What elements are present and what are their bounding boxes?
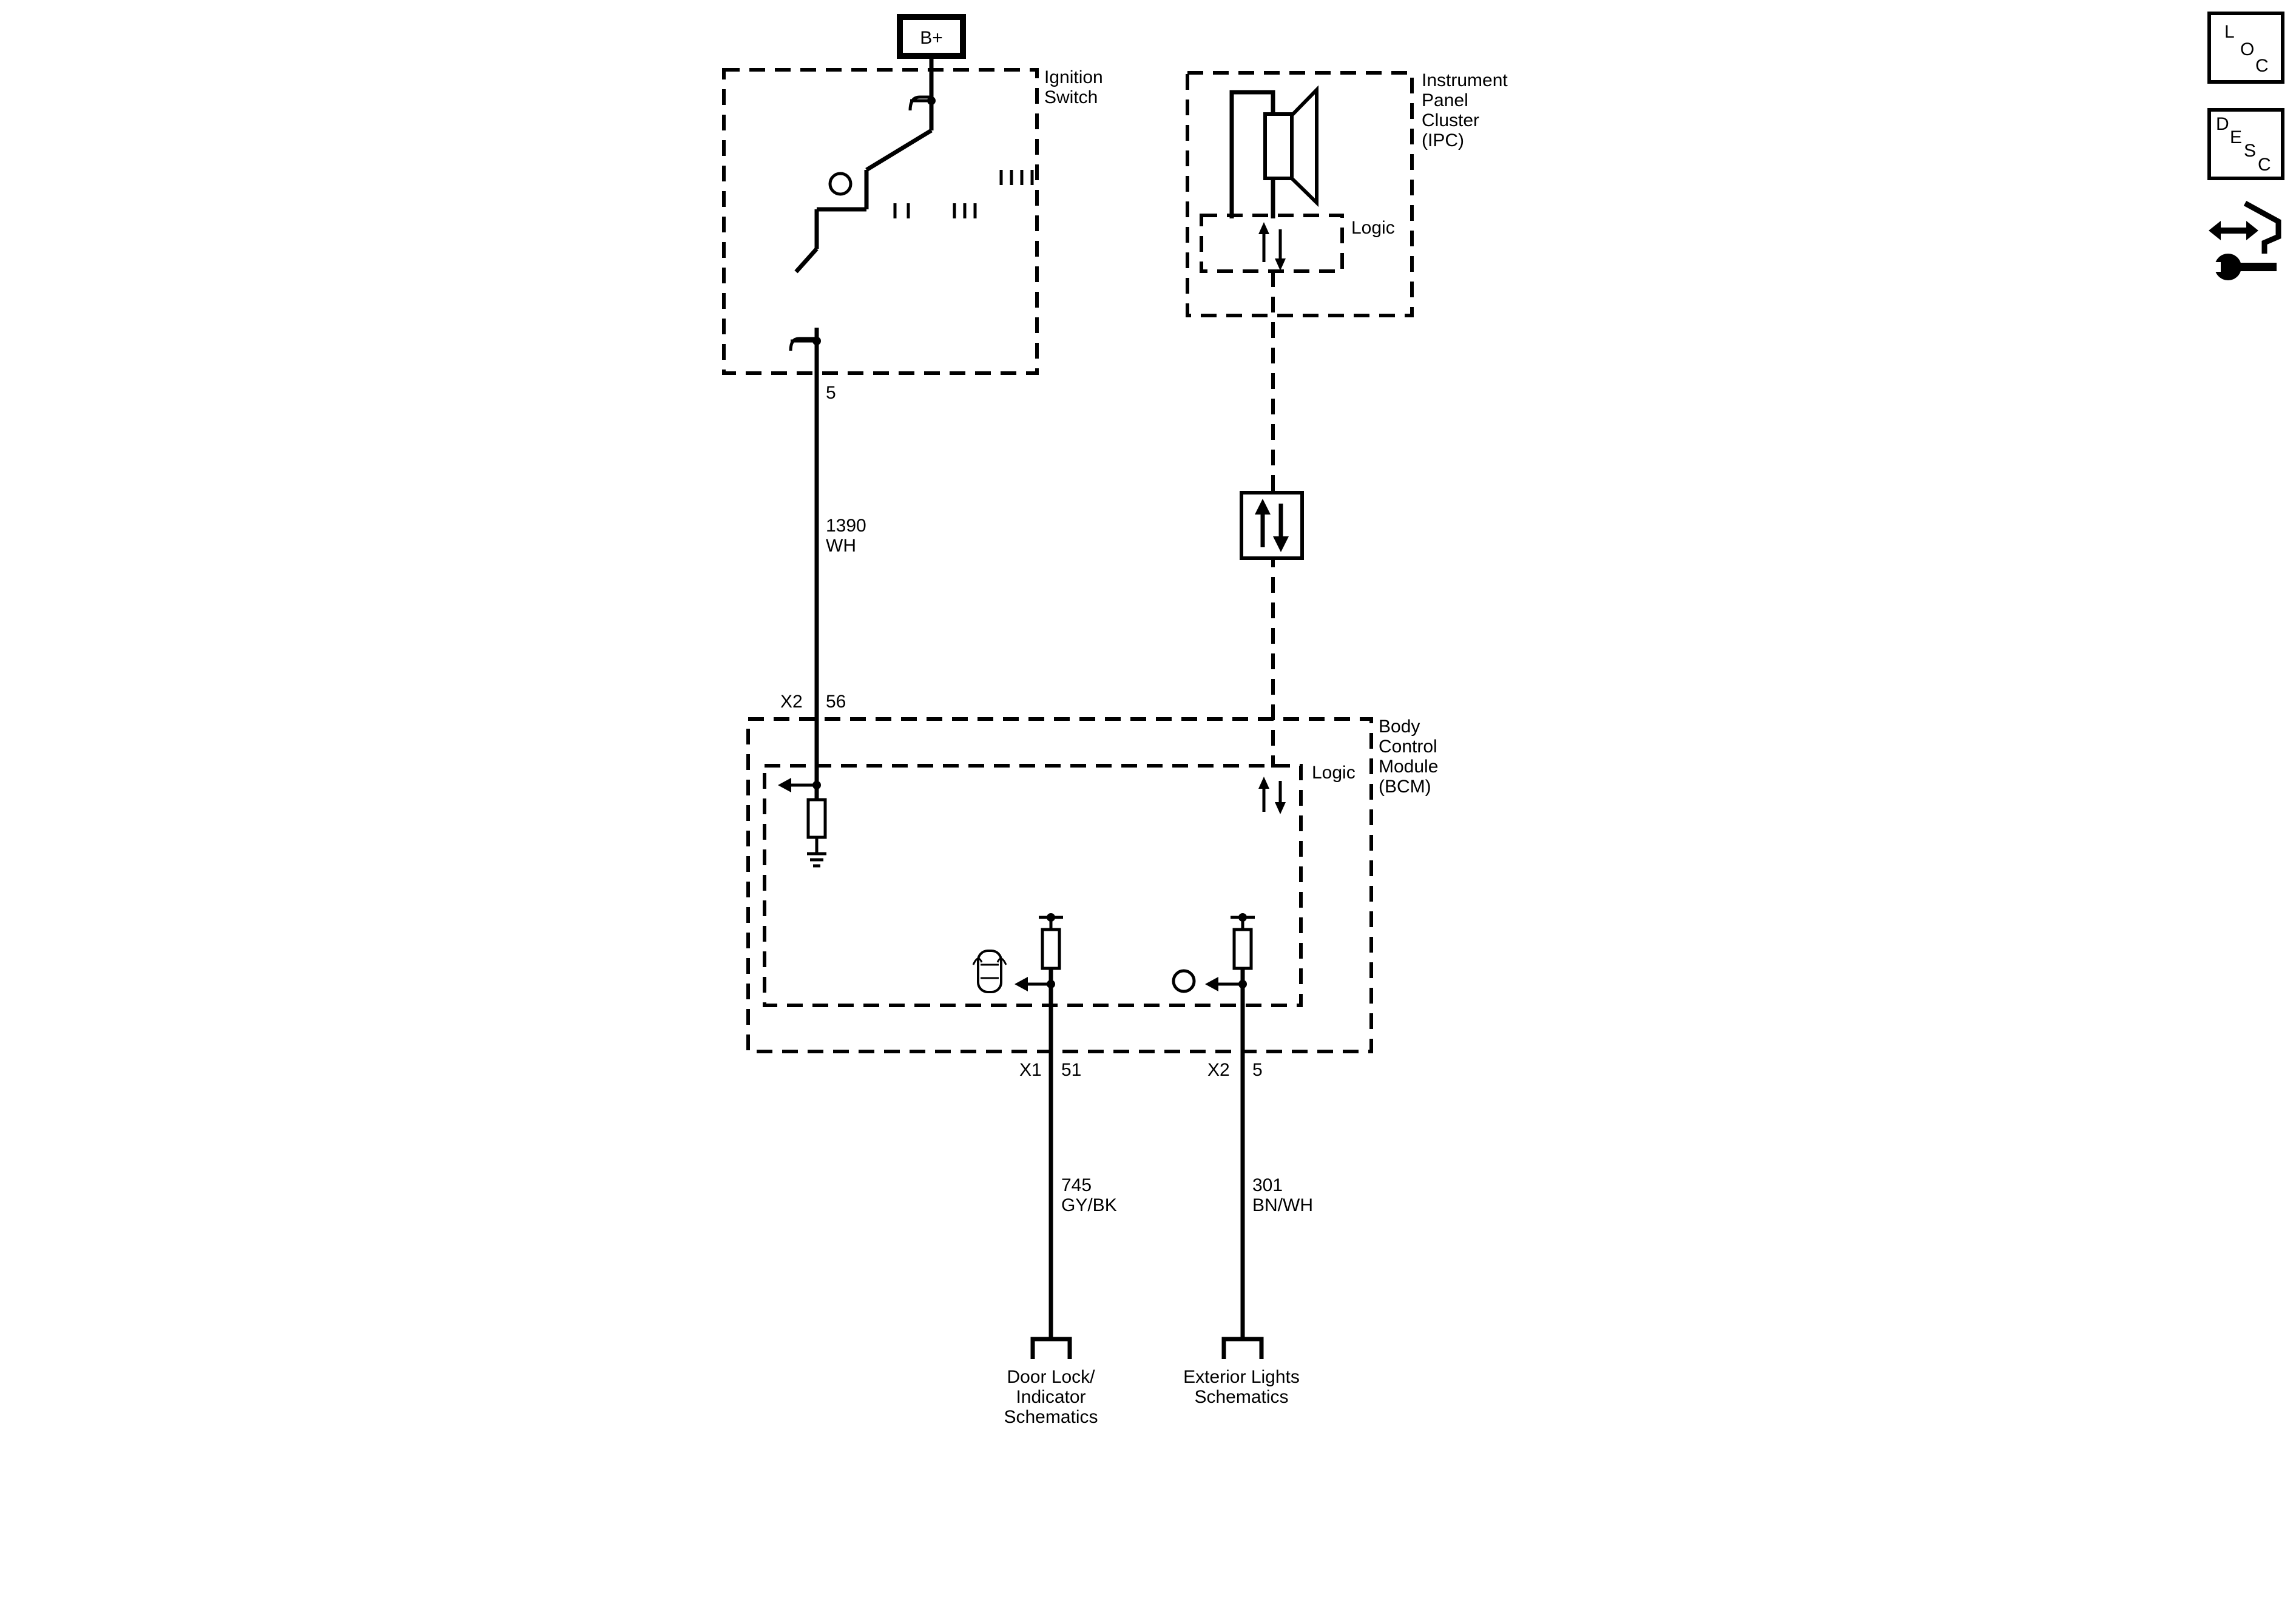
ignition-switch-name-1: Ignition bbox=[1044, 67, 1103, 87]
bcm-ext-pin: 5 bbox=[1252, 1060, 1263, 1080]
bcm-ign-connector: X2 bbox=[780, 692, 803, 712]
ignition-switch-box bbox=[722, 68, 1039, 375]
wire-745-circuit: 745 bbox=[1061, 1175, 1092, 1195]
bcm-logic-box bbox=[763, 764, 1303, 1007]
bcm-outer-box bbox=[746, 717, 1373, 1053]
bcm-ignition-input bbox=[778, 764, 827, 852]
wire-745-color: GY/BK bbox=[1061, 1195, 1117, 1215]
ipc-logic-label: Logic bbox=[1351, 218, 1395, 238]
exterior-lights-reference-1[interactable]: Exterior Lights bbox=[1183, 1367, 1300, 1387]
ipc-name-2: Panel bbox=[1422, 90, 1468, 110]
ignition-switch-symbol bbox=[789, 95, 1034, 351]
loc-letter-3: C bbox=[2255, 56, 2269, 76]
ipc-name-4: (IPC) bbox=[1422, 130, 1464, 150]
bcm-name-3: Module bbox=[1379, 757, 1438, 777]
wire-1390-circuit: 1390 bbox=[826, 516, 866, 536]
bcm-exterior-lights-output bbox=[1205, 913, 1255, 1338]
battery-positive-box: B+ bbox=[897, 14, 966, 59]
serial-data-box bbox=[1240, 491, 1304, 560]
ignition-switch-name-2: Switch bbox=[1044, 87, 1098, 107]
desc-letter-2: E bbox=[2230, 127, 2242, 147]
ipc-name-3: Cluster bbox=[1422, 110, 1479, 130]
ipc-name-1: Instrument bbox=[1422, 70, 1508, 90]
speaker-icon bbox=[1229, 85, 1319, 218]
bcm-door-lock-output bbox=[1015, 913, 1063, 1338]
ignition-key-icon bbox=[1172, 969, 1196, 993]
wire-301-circuit: 301 bbox=[1252, 1175, 1283, 1195]
ipc-data-arrows-icon bbox=[1258, 222, 1286, 271]
connector-wrench-icon[interactable] bbox=[2209, 201, 2281, 280]
ground-icon bbox=[807, 852, 826, 868]
desc-letter-1: D bbox=[2216, 114, 2229, 134]
ignition-pin-label: 5 bbox=[826, 383, 836, 403]
desc-letter-3: S bbox=[2244, 141, 2256, 161]
ipc-logic-box bbox=[1200, 214, 1344, 273]
loc-letter-2: O bbox=[2240, 39, 2254, 59]
ipc-box bbox=[1186, 71, 1414, 317]
bcm-name-2: Control bbox=[1379, 737, 1437, 757]
door-lock-reference-1[interactable]: Door Lock/ bbox=[1007, 1367, 1095, 1387]
bcm-door-connector: X1 bbox=[1019, 1060, 1042, 1080]
b-plus-label: B+ bbox=[920, 28, 943, 48]
description-button[interactable]: D E S C bbox=[2207, 108, 2284, 180]
desc-letter-4: C bbox=[2258, 155, 2271, 175]
loc-letter-1: L bbox=[2224, 22, 2235, 42]
wire-301-color: BN/WH bbox=[1252, 1195, 1313, 1215]
door-lock-reference-2[interactable]: Indicator bbox=[1016, 1387, 1086, 1407]
door-lock-car-icon bbox=[972, 950, 1007, 993]
bcm-ign-pin: 56 bbox=[826, 692, 846, 712]
bcm-ext-connector: X2 bbox=[1207, 1060, 1230, 1080]
bcm-door-pin: 51 bbox=[1061, 1060, 1081, 1080]
exterior-lights-reference-2[interactable]: Schematics bbox=[1194, 1387, 1288, 1407]
door-lock-reference-bracket bbox=[1030, 1337, 1072, 1359]
door-lock-reference-3[interactable]: Schematics bbox=[1004, 1407, 1098, 1427]
bcm-logic-label: Logic bbox=[1312, 763, 1356, 783]
exterior-lights-reference-bracket bbox=[1221, 1337, 1264, 1359]
bcm-name-4: (BCM) bbox=[1379, 777, 1431, 797]
bcm-data-arrows-icon bbox=[1258, 777, 1286, 814]
bcm-name-1: Body bbox=[1379, 717, 1420, 737]
wire-1390-color: WH bbox=[826, 536, 856, 556]
location-button[interactable]: L O C bbox=[2207, 12, 2284, 84]
